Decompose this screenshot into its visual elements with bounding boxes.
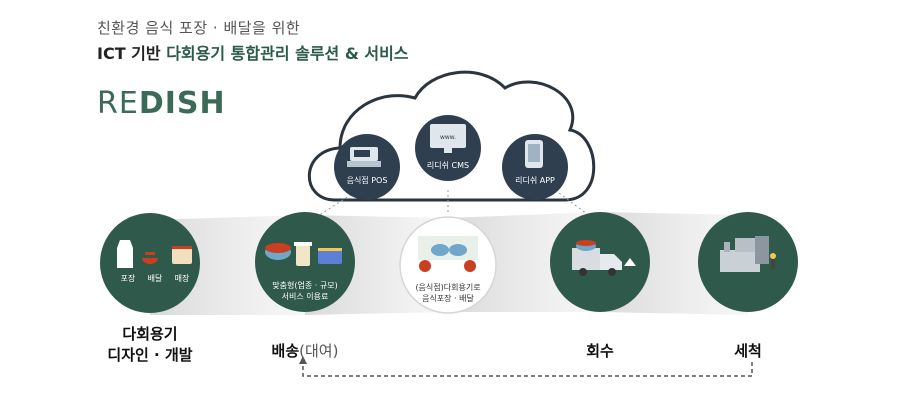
return-arrow: [302, 362, 753, 377]
stage-label-collect: 회수: [586, 342, 614, 360]
monitor-icon: [430, 124, 466, 148]
bowl-icon: [142, 258, 158, 264]
scooter-wheel-icon: [419, 260, 431, 272]
subtitle: 친환경 음식 포장 · 배달을 위한: [97, 19, 301, 37]
brand-dish: DISH: [138, 86, 226, 121]
machine-icon: [755, 236, 769, 264]
title-main: 다회용기 통합관리 솔루션 & 서비스: [166, 44, 409, 63]
delivery-circle-line1: 맞춤형(업종 · 규모): [272, 280, 337, 290]
cloud-item-label: 리디쉬 CMS: [427, 161, 469, 170]
cloud-item-app: 리디쉬 APP: [502, 134, 568, 200]
bag-icon: [117, 240, 133, 268]
stage-collect-circle: [550, 212, 650, 312]
return-arrowhead: [299, 356, 307, 364]
restaurant-circle-line2: 음식포장 · 배달: [422, 293, 474, 303]
delivery-label-light: (대여): [299, 342, 339, 360]
icon-label-store: 매장: [175, 273, 190, 283]
house-icon: [624, 258, 636, 266]
page-title: ICT 기반 다회용기 통합관리 솔루션 & 서비스: [97, 40, 409, 64]
truck-icon: [572, 248, 600, 270]
monitor-text: www.: [440, 134, 456, 141]
delivery-circle-line2: 서비스 이용료: [282, 291, 329, 301]
factory-icon: [720, 250, 760, 272]
cloud-item-label: 리디쉬 APP: [515, 176, 555, 185]
stage-label-design: 다회용기 디자인 · 개발: [100, 323, 200, 365]
restaurant-circle-line1: (음식점)다회용기로: [415, 282, 480, 292]
stage-design-circle: 포장 배달 매장: [100, 213, 200, 313]
stage-delivery-circle: 맞춤형(업종 · 규모) 서비스 이용료: [255, 212, 355, 312]
stage-label-delivery: 배송(대여): [250, 340, 360, 361]
icon-label-pack: 포장: [121, 273, 136, 283]
cloud-item-pos: 음식점 POS: [334, 134, 400, 200]
stage-restaurant-circle: (음식점)다회용기로 음식포장 · 배달: [399, 216, 497, 314]
cloud-item-label: 음식점 POS: [347, 175, 388, 185]
cup-icon: [296, 244, 310, 266]
design-label-line1: 다회용기: [122, 325, 178, 343]
brand-logo: REDISH: [97, 86, 226, 121]
stage-label-wash: 세척: [734, 342, 762, 360]
title-prefix: ICT 기반: [97, 44, 161, 63]
worker-icon: [770, 253, 776, 259]
design-label-line2: 디자인 · 개발: [107, 346, 193, 364]
tray-icon: [172, 248, 192, 264]
brand-re: RE: [97, 86, 139, 121]
box-icon: [318, 250, 342, 264]
cloud-item-cms: www. 리디쉬 CMS: [415, 115, 481, 181]
delivery-label-bold: 배송: [271, 342, 300, 360]
icon-label-deliver: 배달: [148, 274, 163, 283]
stage-wash-circle: [698, 212, 798, 312]
